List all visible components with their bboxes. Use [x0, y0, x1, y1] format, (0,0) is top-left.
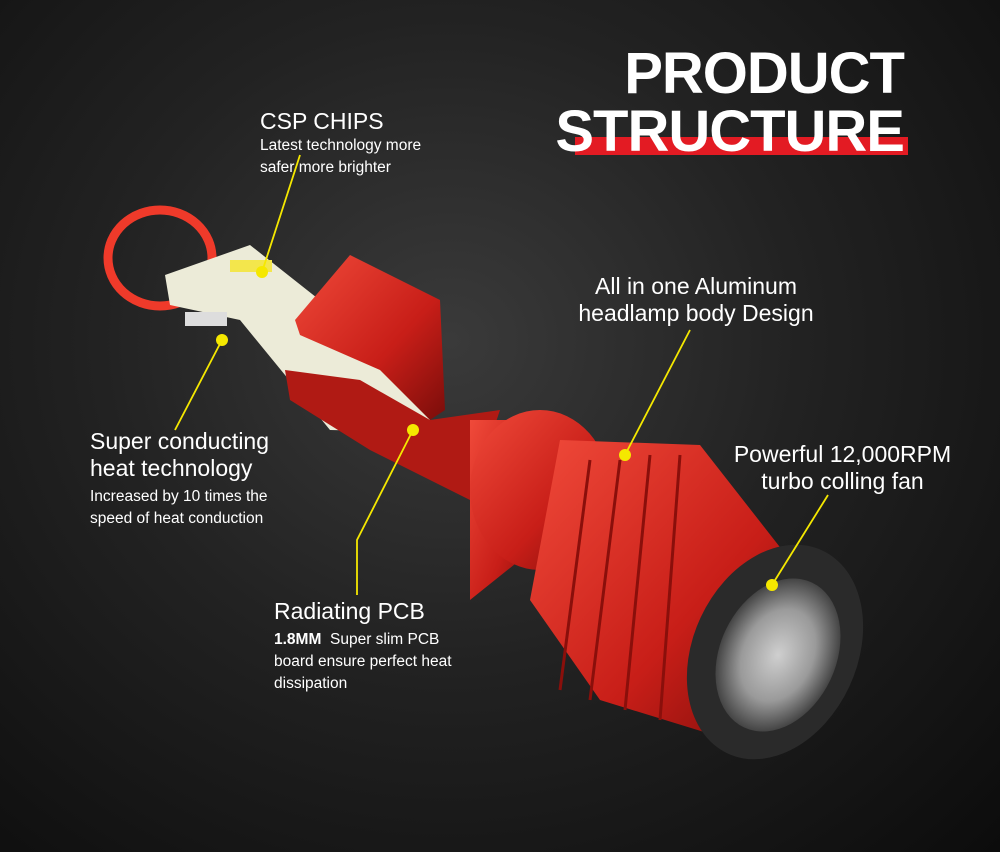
callout-heat-technology: Super conducting heat technology Increas…: [90, 428, 269, 530]
callout-dot-heat: [216, 334, 228, 346]
callout-heading: CSP CHIPS: [260, 108, 384, 134]
callout-aluminum-body: All in one Aluminum headlamp body Design: [567, 273, 825, 327]
callout-desc: Latest technology more: [260, 137, 422, 154]
title-underline: [575, 137, 908, 155]
callout-desc: board ensure perfect heat: [274, 653, 452, 670]
callout-desc-bold: 1.8MM: [274, 631, 322, 648]
pcb-board: [165, 245, 440, 432]
callout-heading: turbo colling fan: [761, 468, 924, 494]
title-line-2: STRUCTURE: [555, 99, 905, 164]
leader-lines: [174, 154, 829, 595]
callout-radiating-pcb: Radiating PCB 1.8MM Super slim PCB board…: [274, 598, 452, 695]
callout-csp-chips: CSP CHIPS Latest technology more safer m…: [260, 108, 421, 179]
callout-desc: dissipation: [274, 675, 348, 692]
heatsink-bracket: [295, 255, 445, 420]
callout-heading: Powerful 12,000RPM: [733, 441, 952, 467]
callout-heading: Super conducting: [90, 428, 270, 454]
fan: [715, 578, 841, 732]
callout-dot-csp: [256, 266, 268, 278]
callout-dot-body: [619, 449, 631, 461]
callout-desc: Super slim PCB: [330, 631, 440, 648]
callout-desc: speed of heat conduction: [90, 510, 264, 527]
callout-heading: All in one Aluminum: [595, 273, 797, 299]
title-line-1: PRODUCT: [624, 41, 905, 106]
csp-chip-bottom: [185, 312, 227, 326]
callout-dot-pcb: [407, 424, 419, 436]
callout-dot-fan: [766, 579, 778, 591]
callout-heading: heat technology: [90, 455, 253, 481]
callout-heading: Radiating PCB: [274, 598, 425, 624]
callout-turbo-fan: Powerful 12,000RPM turbo colling fan: [720, 441, 965, 495]
callout-desc: safer more brighter: [260, 159, 391, 176]
callout-desc: Increased by 10 times the: [90, 488, 268, 505]
callout-heading: headlamp body Design: [578, 300, 814, 326]
o-ring: [103, 205, 217, 311]
